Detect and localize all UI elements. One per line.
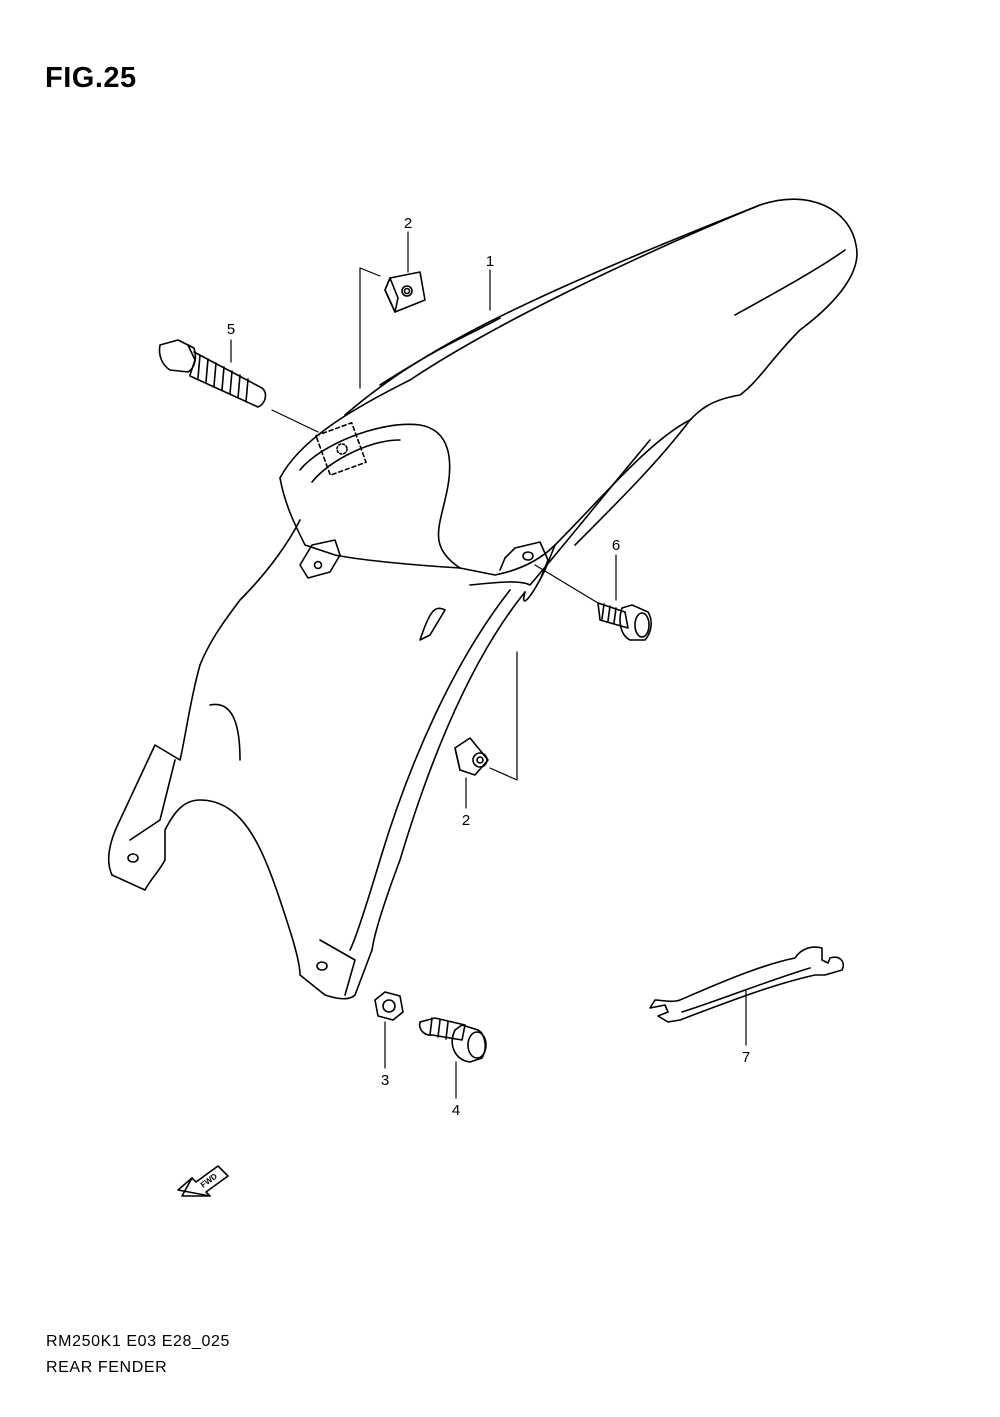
callout-6: 6 xyxy=(612,537,620,554)
fwd-arrow-icon xyxy=(177,1165,229,1197)
callout-2-top: 2 xyxy=(404,215,412,232)
long-bolt xyxy=(158,339,267,408)
rear-fender xyxy=(108,198,858,1000)
callout-leaders xyxy=(230,231,747,1099)
clip-nut-bottom xyxy=(454,737,489,776)
clip-nut-top xyxy=(384,271,426,313)
nut xyxy=(374,991,404,1021)
short-bolt xyxy=(597,602,652,641)
bottom-bolt xyxy=(418,1017,487,1063)
callout-3: 3 xyxy=(381,1072,389,1089)
figure-title: FIG.25 xyxy=(45,62,137,94)
spoke-wrench xyxy=(649,946,845,1023)
figure-name: REAR FENDER xyxy=(46,1359,168,1376)
callout-1: 1 xyxy=(486,253,494,270)
figure-code: RM250K1 E03 E28_025 xyxy=(46,1333,230,1350)
callout-5: 5 xyxy=(227,321,235,338)
callout-4: 4 xyxy=(452,1102,460,1119)
callout-2-bottom: 2 xyxy=(462,812,470,829)
callout-7: 7 xyxy=(742,1049,750,1066)
